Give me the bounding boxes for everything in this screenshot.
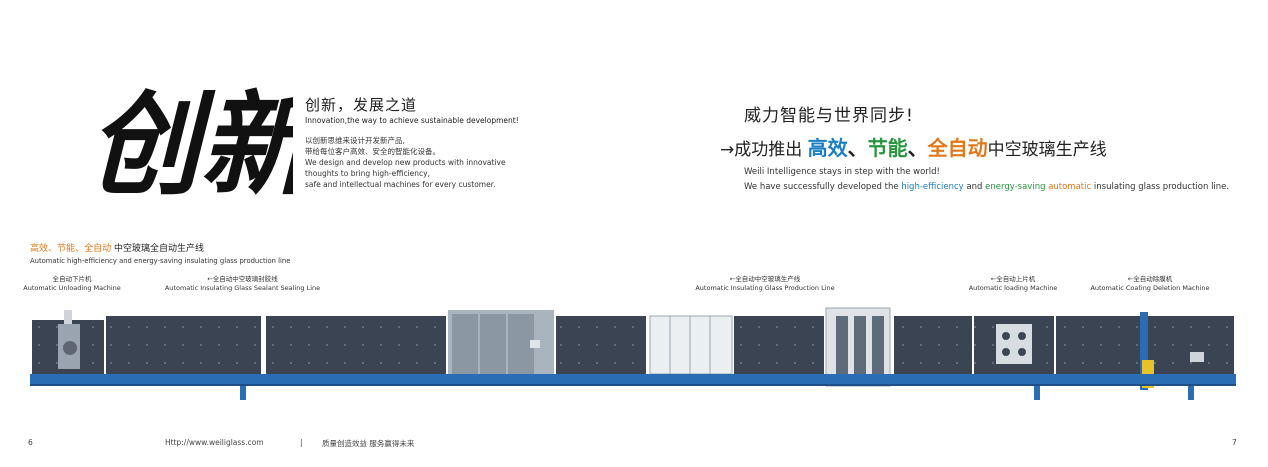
- slogan-separator: 、: [907, 136, 928, 160]
- intro-body-line: thoughts to bring high-efficiency,: [305, 169, 430, 178]
- slogan-highlight-energy: 节能: [867, 136, 908, 160]
- label-cn: ←全自动中空玻璃生产线: [729, 275, 801, 283]
- intro-body-line: safe and intellectual machines for every…: [305, 180, 496, 189]
- section-title-energy: 节能: [57, 244, 76, 254]
- section-title-automatic: 全自动: [84, 244, 112, 254]
- slogan-en-text: We have successfully developed the: [744, 182, 902, 192]
- section-title-en: Automatic high-efficiency and energy-sav…: [30, 257, 291, 265]
- unloading-machine: [32, 310, 104, 374]
- slogan-en: Weili Intelligence stays in step with th…: [744, 165, 1244, 195]
- section-title: 高效、节能、全自动 中空玻璃全自动生产线: [30, 241, 430, 254]
- machine-panel: [106, 316, 261, 374]
- label-en: Automatic Insulating Glass Production Li…: [695, 284, 835, 292]
- slogan-en-line2: We have successfully developed the high-…: [744, 180, 1244, 195]
- conveyor-base: [30, 374, 1236, 384]
- support-leg: [1188, 386, 1194, 400]
- machine-panel: [266, 316, 446, 374]
- label-cn: 全自动下片机: [52, 275, 92, 283]
- slogan-block: 威力智能与世界同步! →成功推出 高效、节能、全自动中空玻璃生产线 Weili …: [720, 101, 1244, 195]
- production-line-illustration: [30, 307, 1236, 400]
- machine-panel: [556, 316, 646, 374]
- label-en: Automatic Coating Deletion Machine: [1090, 284, 1210, 292]
- sealant-machine: [448, 310, 554, 386]
- section-heading: 高效、节能、全自动 中空玻璃全自动生产线 Automatic high-effi…: [30, 241, 430, 265]
- calligraphy-logo: 创新: [88, 80, 293, 207]
- slogan-en-text: and: [963, 182, 986, 192]
- page-number-left: 6: [28, 438, 33, 447]
- intro-headline: 创新，发展之道: [305, 96, 418, 114]
- intro-headline-en: Innovation,the way to achieve sustainabl…: [305, 116, 519, 125]
- frame-station: [649, 315, 733, 375]
- label-cn: ←全自动除膜机: [1127, 275, 1173, 283]
- slogan-en-automatic: automatic: [1048, 182, 1092, 192]
- page-number-right: 7: [1232, 438, 1237, 447]
- label-sealant-line: ←全自动中空玻璃封胶线 Automatic Insulating Glass S…: [160, 275, 325, 293]
- label-unloading-machine: 全自动下片机 Automatic Unloading Machine: [22, 275, 122, 293]
- section-title-rest: 中空玻璃全自动生产线: [111, 244, 204, 254]
- intro-body-line: 以创新思维来设计开发新产品,: [305, 136, 405, 145]
- slogan-en-text: insulating glass production line.: [1091, 182, 1230, 192]
- label-en: Automatic loading Machine: [968, 284, 1058, 292]
- slogan-highlight-efficient: 高效: [807, 136, 848, 160]
- section-title-sep: 、: [75, 244, 85, 254]
- footer-divider: |: [300, 438, 303, 447]
- label-coating-deletion-machine: ←全自动除膜机 Automatic Coating Deletion Machi…: [1090, 275, 1210, 293]
- slogan-separator: 、: [847, 136, 868, 160]
- support-leg: [240, 386, 246, 400]
- slogan-en-line1: Weili Intelligence stays in step with th…: [744, 167, 940, 177]
- label-cn: ←全自动中空玻璃封胶线: [207, 275, 278, 283]
- footer-url: Http://www.weiliglass.com: [165, 438, 264, 447]
- slogan-highlight-automatic: 全自动: [927, 136, 988, 160]
- machine-panel: [734, 316, 824, 374]
- label-loading-machine: ←全自动上片机 Automatic loading Machine: [962, 275, 1064, 293]
- label-production-line: ←全自动中空玻璃生产线 Automatic Insulating Glass P…: [685, 275, 845, 293]
- loading-machine: [974, 316, 1054, 374]
- svg-text:创新: 创新: [88, 80, 293, 207]
- section-title-efficient: 高效: [30, 244, 49, 254]
- arrow-icon: →: [720, 140, 735, 160]
- label-en: Automatic Insulating Glass Sealant Seali…: [164, 284, 321, 292]
- support-leg: [1034, 386, 1040, 400]
- slogan-line2: →成功推出 高效、节能、全自动中空玻璃生产线: [720, 132, 1244, 161]
- slogan-line1: 威力智能与世界同步!: [744, 106, 914, 126]
- coating-deletion-machine: [1056, 312, 1234, 390]
- intro-body-line: We design and develop new products with …: [305, 158, 506, 167]
- slogan-en-high-efficiency: high-efficiency: [901, 182, 964, 192]
- label-en: Automatic Unloading Machine: [23, 284, 121, 292]
- slogan-en-energy-saving: energy-saving: [985, 182, 1046, 192]
- footer-motto: 质量创造效益 服务赢得未来: [322, 439, 415, 448]
- section-title-sep: 、: [48, 244, 58, 254]
- machine-panel: [894, 316, 972, 374]
- washing-machine: [825, 307, 891, 387]
- label-cn: ←全自动上片机: [990, 275, 1036, 283]
- intro-block: 创新，发展之道 Innovation,the way to achieve su…: [305, 94, 575, 190]
- slogan-suffix: 中空玻璃生产线: [987, 140, 1107, 160]
- slogan-prefix: 成功推出: [734, 140, 803, 160]
- conveyor-shadow: [30, 384, 1236, 386]
- intro-body-line: 带给每位客户高效、安全的智能化设备。: [305, 147, 440, 156]
- intro-body: 以创新思维来设计开发新产品, 带给每位客户高效、安全的智能化设备。 We des…: [305, 135, 575, 190]
